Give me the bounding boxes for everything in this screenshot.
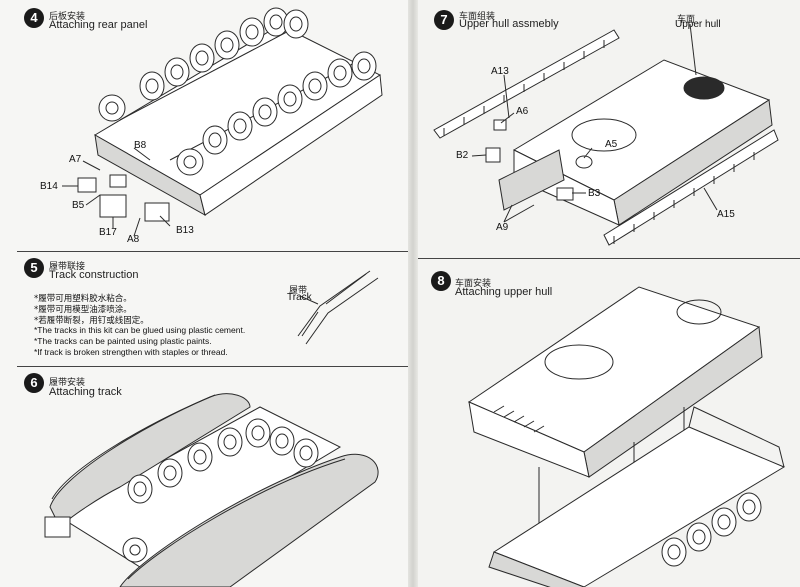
upper-hull-label-en: Upper hull bbox=[675, 19, 721, 30]
step-4-title-en: Attaching rear panel bbox=[49, 19, 148, 31]
part-label-a5: A5 bbox=[605, 139, 618, 150]
step-7-title-en: Upper hull assmebly bbox=[459, 18, 559, 30]
step-4-number: 4 bbox=[24, 8, 44, 28]
part-label-a9: A9 bbox=[496, 222, 509, 233]
step-7-title-cn: 车面组装 bbox=[459, 12, 496, 22]
divider-step4-step5 bbox=[17, 251, 408, 252]
part-label-b17: B17 bbox=[99, 227, 117, 238]
part-label-a7: A7 bbox=[69, 154, 82, 165]
step-6-number: 6 bbox=[24, 373, 44, 393]
step-5-note-cn-3: *若履带断裂，用钉或线固定。 bbox=[34, 316, 149, 326]
page-gutter bbox=[408, 0, 418, 587]
step-5-note-cn-1: *履带可用塑料胶水粘合。 bbox=[34, 294, 132, 304]
part-label-a6: A6 bbox=[516, 106, 529, 117]
part-label-b14: B14 bbox=[40, 181, 58, 192]
track-link-illustration bbox=[297, 270, 379, 345]
part-label-a15: A15 bbox=[717, 209, 735, 220]
step-7-number: 7 bbox=[434, 10, 454, 30]
step-5-note-cn-2: *履带可用模型油漆喷涂。 bbox=[34, 305, 132, 315]
step-8-illustration bbox=[467, 286, 786, 587]
divider-step7-step8 bbox=[418, 258, 800, 259]
track-label-cn: 履带 bbox=[289, 286, 308, 296]
part-label-b13: B13 bbox=[176, 225, 194, 236]
part-label-b2: B2 bbox=[456, 150, 469, 161]
step-5-title-en: Track construction bbox=[49, 269, 139, 281]
divider-step5-step6 bbox=[17, 366, 408, 367]
step-6-title-cn: 履带安装 bbox=[49, 378, 86, 388]
step-6-title-en: Attaching track bbox=[49, 386, 122, 398]
step-4-illustration bbox=[62, 7, 383, 237]
step-4-title-cn: 后板安装 bbox=[49, 12, 86, 22]
step-8-title-en: Attaching upper hull bbox=[455, 286, 553, 298]
track-label-en: Track bbox=[287, 292, 312, 303]
part-label-b8: B8 bbox=[134, 140, 147, 151]
part-label-a8: A8 bbox=[127, 234, 140, 245]
part-label-a13: A13 bbox=[491, 66, 509, 77]
step-7-illustration bbox=[433, 23, 779, 246]
step-8-number: 8 bbox=[431, 271, 451, 291]
step-5-title-cn: 履带联接 bbox=[49, 262, 86, 272]
part-label-b3: B3 bbox=[588, 188, 601, 199]
step-5-note-en-2: *The tracks can be painted using plastic… bbox=[34, 336, 212, 346]
step-6-illustration bbox=[44, 393, 379, 587]
step-8-title-cn: 车面安装 bbox=[455, 279, 492, 289]
upper-hull-label-cn: 车面 bbox=[677, 15, 696, 25]
step-5-number: 5 bbox=[24, 258, 44, 278]
step-5-note-en-1: *The tracks in this kit can be glued usi… bbox=[34, 325, 246, 335]
part-label-b5: B5 bbox=[72, 200, 85, 211]
step-5-note-en-3: *If track is broken strengthen with stap… bbox=[34, 347, 228, 357]
